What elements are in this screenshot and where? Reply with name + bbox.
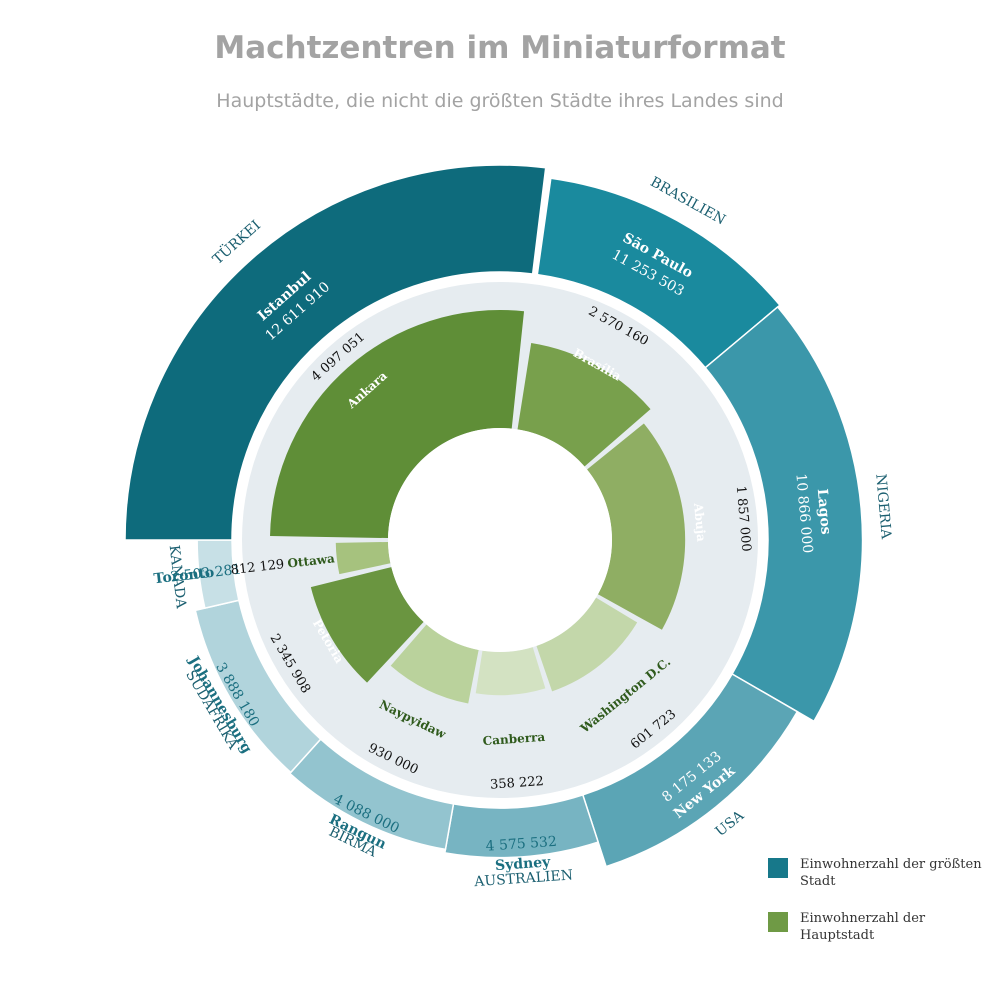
largest-city-label-australien: Sydney bbox=[495, 854, 552, 874]
bar-capital-turkei bbox=[270, 310, 525, 539]
legend-label-capital: Einwohnerzahl der Hauptstadt bbox=[800, 911, 926, 943]
country-label-usa: USA bbox=[713, 807, 748, 840]
bar-capital-birma bbox=[390, 624, 479, 704]
inner-sectors bbox=[270, 310, 686, 704]
bar-capital-nigeria bbox=[587, 423, 686, 630]
bar-capital-brasilien bbox=[517, 343, 651, 467]
bar-capital-kanada bbox=[335, 541, 391, 575]
outer-sectors bbox=[124, 164, 864, 868]
chart-title: Machtzentren im Miniaturformat bbox=[214, 30, 786, 66]
capital-value-label-kanada: 812 129 bbox=[230, 557, 285, 578]
country-label-australien: AUSTRALIEN bbox=[473, 867, 574, 890]
largest-value-label-australien: 4 575 532 bbox=[485, 834, 557, 855]
capital-label-nigeria: Abuja bbox=[691, 502, 708, 543]
bar-capital-sudafrika bbox=[310, 567, 424, 683]
center-hole bbox=[388, 428, 612, 652]
capital-label-kanada: Ottawa bbox=[287, 551, 336, 570]
largest-value-label-nigeria: 10 866 000 bbox=[792, 473, 815, 554]
country-label-kanada: KANADA bbox=[166, 544, 189, 610]
largest-city-label-nigeria: Lagos bbox=[814, 488, 834, 535]
capital-value-label-australien: 358 222 bbox=[490, 774, 545, 793]
legend-swatch-largest bbox=[768, 858, 788, 878]
capital-value-label-nigeria: 1 857 000 bbox=[733, 485, 754, 552]
legend-swatch-capital bbox=[768, 912, 788, 932]
country-label-nigeria: NIGERIA bbox=[872, 473, 894, 540]
largest-city-label-kanada: Toronto bbox=[153, 565, 215, 588]
legend-label-largest: Einwohnerzahl der größten Stadt bbox=[800, 857, 982, 889]
bar-capital-australien bbox=[475, 647, 546, 696]
chart-subtitle: Hauptstädte, die nicht die größten Städt… bbox=[216, 90, 784, 112]
bar-capital-usa bbox=[536, 597, 638, 692]
capital-label-australien: Canberra bbox=[482, 730, 546, 748]
